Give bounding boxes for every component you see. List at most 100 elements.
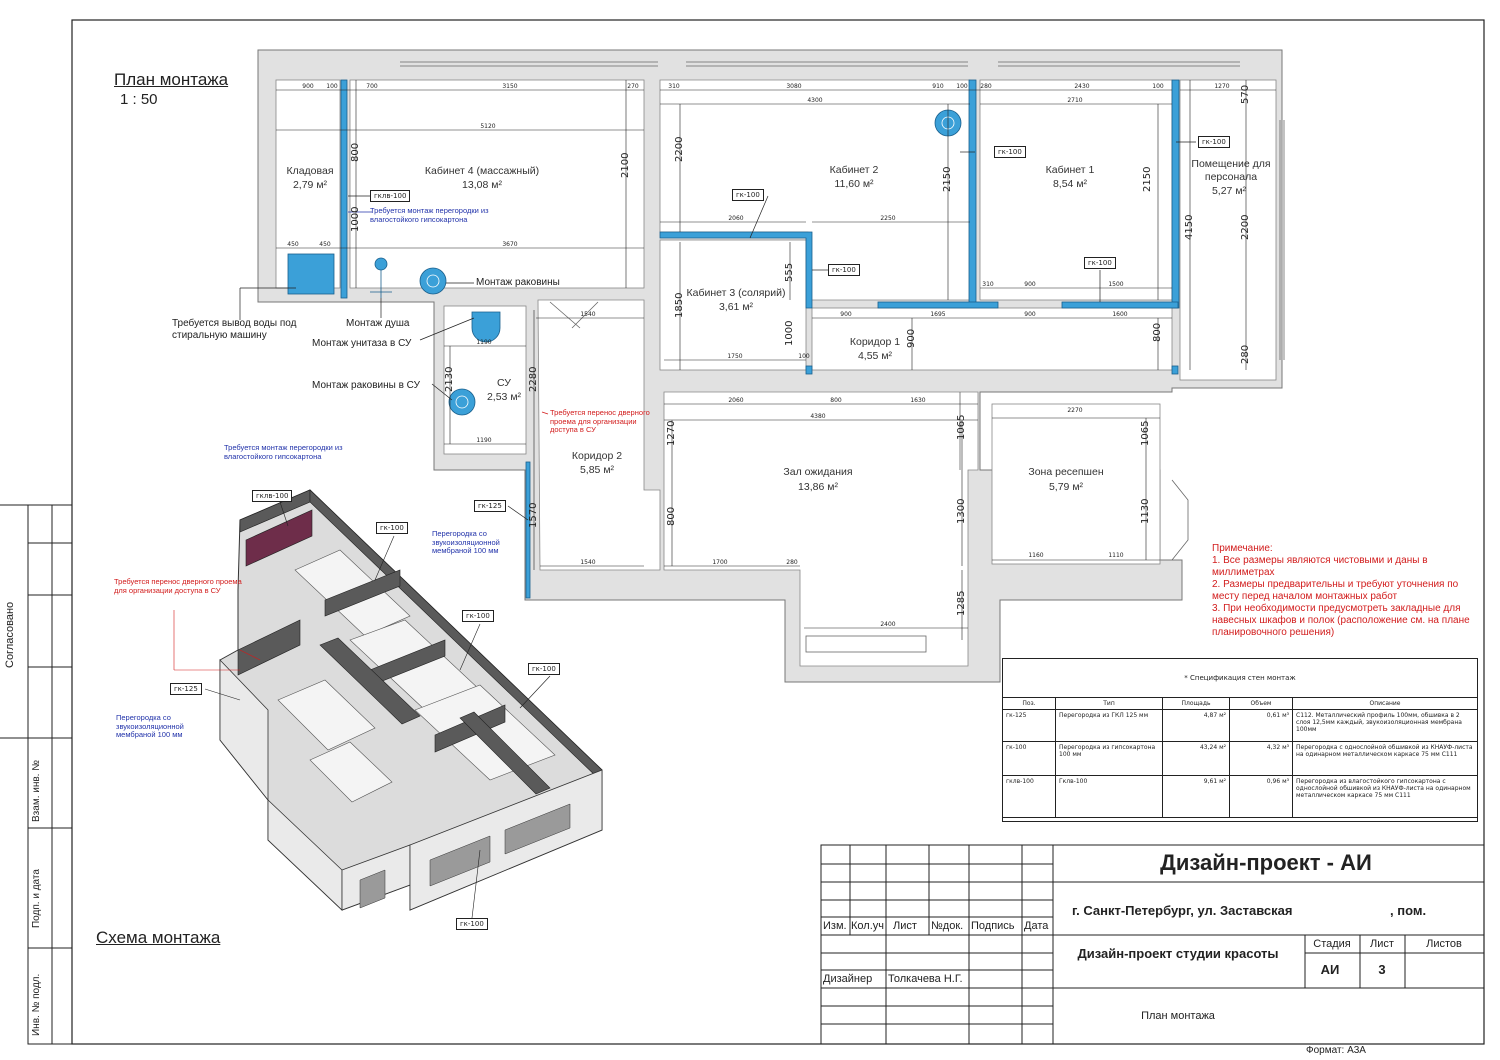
tb-address: г. Санкт-Петербург, ул. Заставская (1072, 903, 1293, 918)
dim: 2060 (728, 397, 744, 404)
tb-sheet: 3 (1378, 962, 1386, 977)
tb-col-ndok: №док. (931, 920, 964, 932)
tb-stage: АИ (1320, 962, 1340, 977)
room-cabinet-4 (349, 79, 645, 289)
dim: 700 (366, 83, 378, 90)
room-name-storage: Кладовая (286, 165, 334, 177)
dim: 310 (982, 281, 994, 288)
spec-cell: гклв-100 (1002, 775, 1056, 818)
dim: 1600 (1112, 311, 1128, 318)
note-door-move-iso: Требуется перенос дверного проема для ор… (114, 577, 242, 595)
tag-gklv-plan: гклв-100 (370, 190, 411, 202)
partition-corridor-1b (1061, 301, 1179, 309)
note-item-3: 3. При необходимости предусмотреть закла… (1212, 603, 1470, 638)
general-note: Примечание: 1. Все размеры являются чист… (1212, 543, 1474, 639)
dim: 4380 (810, 413, 826, 420)
dim: 2270 (1067, 407, 1083, 414)
note-door-move-plan: Требуется перенос дверного проема для ор… (550, 408, 650, 435)
spec-table-box: * Спецификация стен монтаж Поз. Тип Площ… (1002, 658, 1478, 822)
label-washer: Требуется вывод воды под стиральную маши… (172, 318, 297, 341)
spec-cell: Перегородка из влагостойкого гипсокартон… (1292, 775, 1478, 818)
room-area-corridor-2: 5,85 м² (579, 464, 615, 476)
room-staff (1179, 79, 1277, 381)
partition-su-membrane (525, 461, 531, 599)
room-waiting (663, 391, 979, 667)
tb-col-date: Дата (1024, 920, 1049, 932)
tag-gk-c1: гк-100 (994, 146, 1026, 158)
room-name-su: СУ (497, 377, 511, 389)
label-shower-install: Монтаж душа (346, 318, 410, 329)
room-cabinet-1 (979, 79, 1173, 301)
room-area-reception: 5,79 м² (1048, 481, 1084, 493)
dim: 1190 (476, 437, 492, 444)
room-name-waiting: Зал ожидания (783, 466, 853, 478)
tb-col-sign: Подпись (971, 920, 1015, 932)
room-name-cabinet-2: Кабинет 2 (829, 164, 879, 176)
dim: 5120 (480, 123, 496, 130)
table-row: гклв-100 Гклв-100 9,61 м² 0,96 м³ Перего… (1002, 775, 1478, 818)
scheme-title: Схема монтажа (96, 928, 221, 947)
dim: 2060 (728, 215, 744, 222)
dim: 100 (798, 353, 810, 360)
spec-table: Поз. Тип Площадь Объем Описание гк-125 П… (1002, 697, 1478, 818)
dim: 1500 (1108, 281, 1124, 288)
partition-storage (340, 79, 348, 299)
spec-cell: 9,61 м² (1162, 775, 1230, 818)
room-area-corridor-1: 4,55 м² (857, 350, 893, 362)
isometric-scheme (173, 489, 603, 919)
tb-col-kolych: Кол.уч (851, 920, 884, 932)
room-name-cabinet-3: Кабинет 3 (солярий) (686, 287, 786, 299)
note-item-2: 2. Размеры предварительны и требуют уточ… (1212, 579, 1459, 602)
tag-gk-iso-4: гк-100 (456, 918, 488, 930)
dim: 900 (1024, 311, 1036, 318)
tag-gklv-iso: гклв-100 (252, 490, 293, 502)
dim: 280 (786, 559, 798, 566)
room-cabinet-3 (659, 239, 807, 371)
tb-sheets-h: Листов (1426, 938, 1462, 950)
tag-gk-staff: гк-100 (1198, 136, 1230, 148)
dim: 1630 (910, 397, 926, 404)
label-sink-install: Монтаж раковины (476, 277, 560, 288)
tb-address-end: , пом. (1390, 903, 1427, 918)
partition-cabinet-3 (659, 231, 813, 309)
note-membrane-plan: Перегородка со звукоизоляционной мембран… (432, 529, 500, 556)
tag-gk125-plan: гк-125 (474, 500, 506, 512)
spec-cell: 4,87 м² (1162, 709, 1230, 742)
room-name-corridor-2: Коридор 2 (571, 450, 623, 462)
dim: 310 (668, 83, 680, 90)
dim: 2710 (1067, 97, 1083, 104)
table-row: гк-125 Перегородка из ГКЛ 125 мм 4,87 м²… (1002, 709, 1478, 742)
dim: 2250 (880, 215, 896, 222)
room-corridor-2-area (537, 299, 661, 571)
tb-designer-role: Дизайнер (823, 973, 873, 985)
room-area-su: 2,53 м² (486, 391, 522, 403)
room-name-reception: Зона ресепшен (1028, 466, 1104, 478)
dim: 100 (326, 83, 338, 90)
tb-format: Формат: А3А (1306, 1045, 1366, 1056)
note-item-1: 1. Все размеры являются чистовыми и даны… (1212, 555, 1428, 578)
tag-gk-iso-1: гк-100 (376, 522, 408, 534)
dim: 1190 (476, 339, 492, 346)
note-partition-moist-plan: Требуется монтаж перегородки из влагосто… (370, 206, 489, 224)
dim: 900 (302, 83, 314, 90)
room-area-staff: 5,27 м² (1211, 185, 1247, 197)
note-membrane-iso: Перегородка со звукоизоляционной мембран… (116, 713, 184, 740)
spec-cell: Гклв-100 (1055, 775, 1163, 818)
dim: 900 (840, 311, 852, 318)
dim: 1750 (727, 353, 743, 360)
dim: 100 (956, 83, 968, 90)
room-name-cabinet-1: Кабинет 1 (1045, 164, 1095, 176)
room-name-cabinet-4: Кабинет 4 (массажный) (424, 165, 540, 177)
dim: 1110 (1108, 552, 1124, 559)
room-corridor-1 (811, 307, 1173, 371)
dim: 2400 (880, 621, 896, 628)
dim: 3150 (502, 83, 518, 90)
room-area-cabinet-4: 13,08 м² (462, 179, 502, 191)
dim: 1695 (930, 311, 946, 318)
room-area-cabinet-3: 3,61 м² (718, 301, 754, 313)
dim: 1700 (712, 559, 728, 566)
partition-corridor-1a (877, 301, 999, 309)
tb-sheet-h: Лист (1370, 938, 1394, 950)
dim: 800 (830, 397, 842, 404)
